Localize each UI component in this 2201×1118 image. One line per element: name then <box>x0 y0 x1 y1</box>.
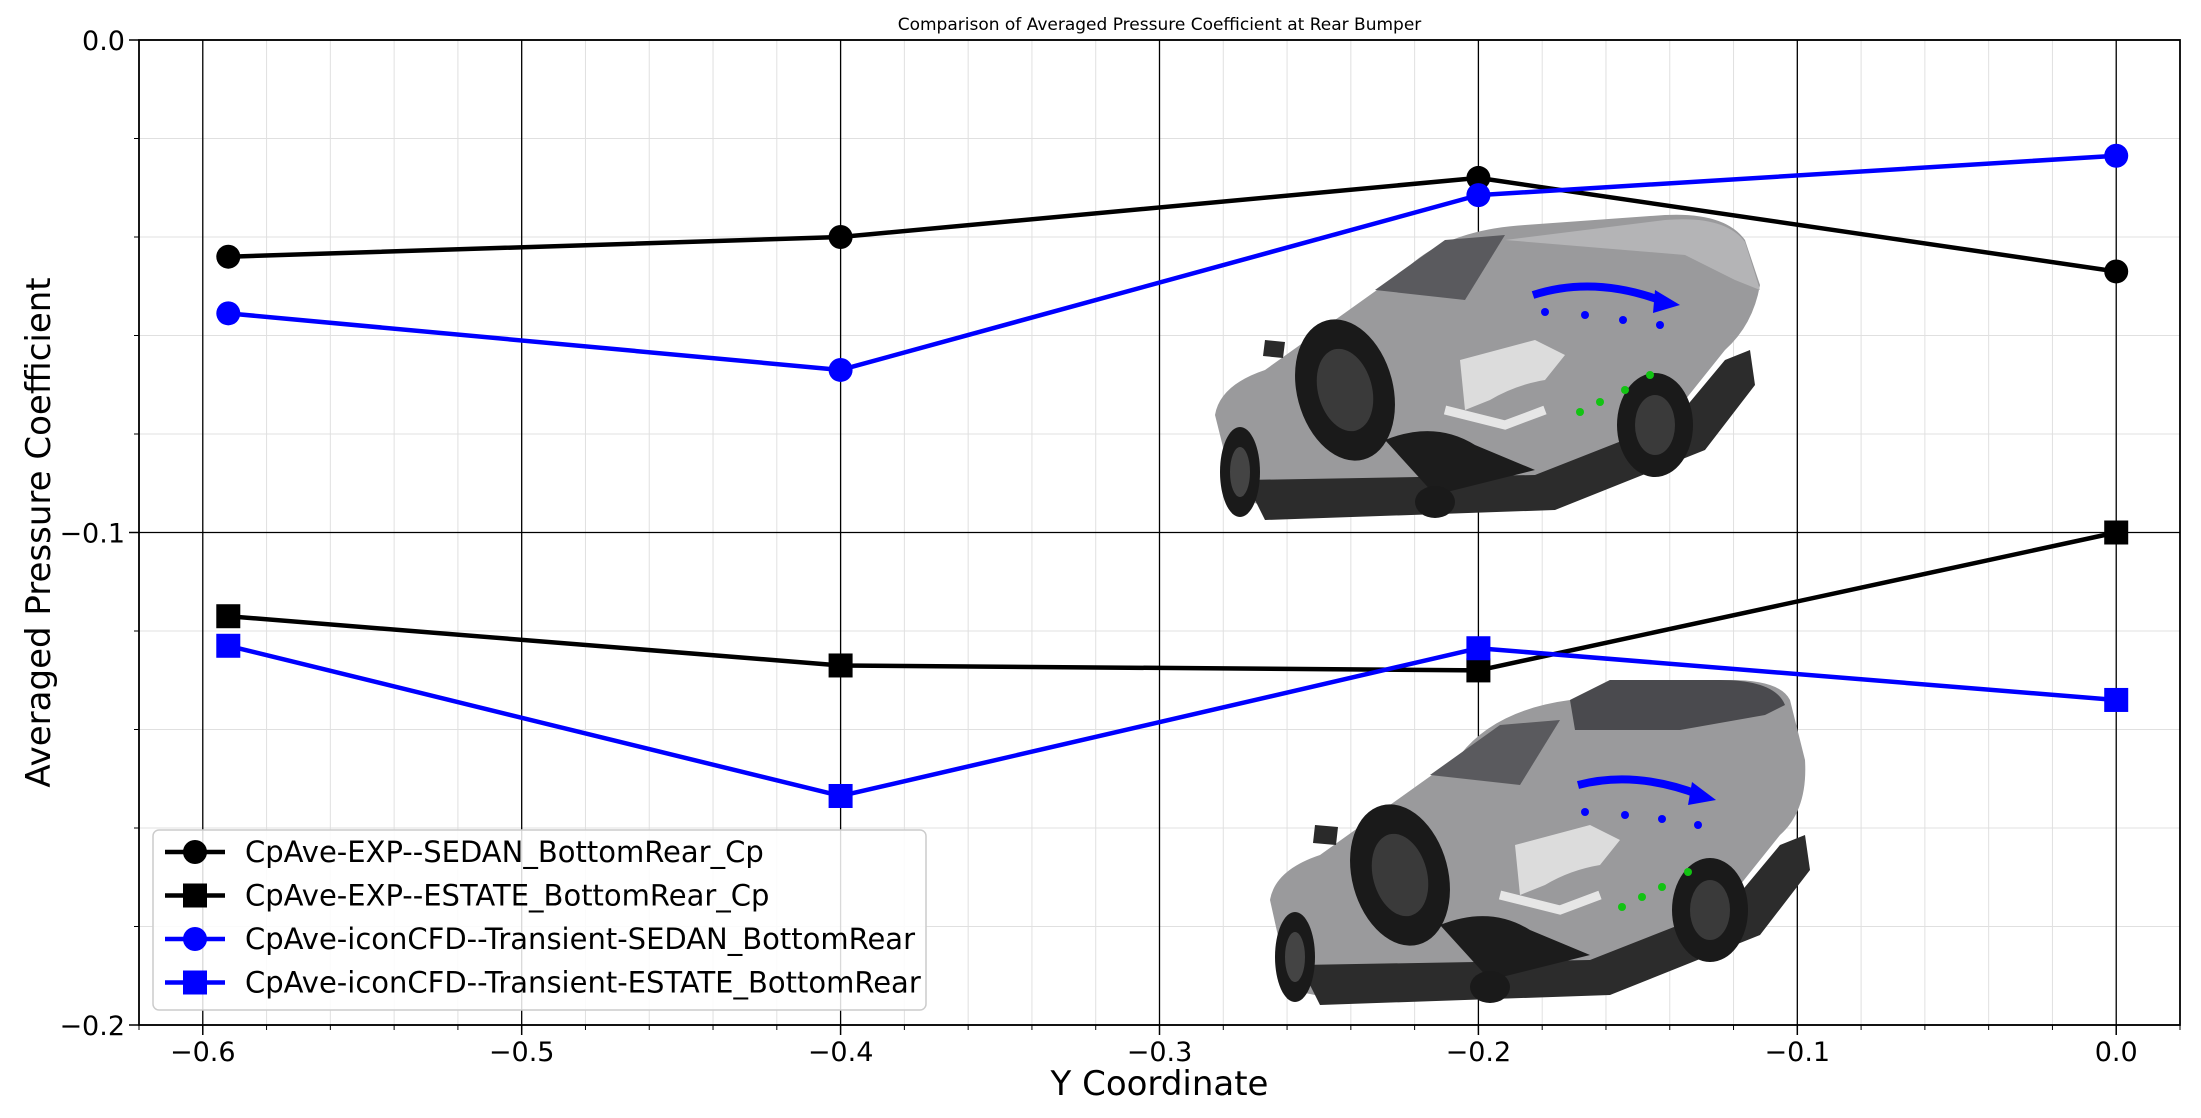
data-point <box>2104 259 2129 284</box>
legend-marker <box>183 927 207 951</box>
data-point <box>216 244 241 269</box>
legend-entry: CpAve-iconCFD--Transient-ESTATE_BottomRe… <box>165 966 921 1000</box>
data-point <box>1466 183 1491 208</box>
series-3 <box>216 143 2129 382</box>
data-point <box>1466 636 1491 661</box>
series-line <box>228 530 2117 673</box>
data-point <box>1466 658 1491 683</box>
legend-label: CpAve-iconCFD--Transient-SEDAN_BottomRea… <box>245 922 915 956</box>
y-tick-label: 0.0 <box>82 26 125 57</box>
x-tick-label: −0.3 <box>1127 1037 1193 1068</box>
legend-entry: CpAve-iconCFD--Transient-SEDAN_BottomRea… <box>165 922 915 956</box>
x-tick-label: −0.2 <box>1446 1037 1512 1068</box>
series-4 <box>216 633 2129 808</box>
data-point <box>1466 165 1491 190</box>
legend-label: CpAve-EXP--ESTATE_BottomRear_Cp <box>245 879 769 913</box>
x-tick-label: −0.1 <box>1765 1037 1831 1068</box>
y-axis-label: Averaged Pressure Coefficient <box>19 277 59 787</box>
series-line <box>228 153 2117 373</box>
data-point <box>828 225 853 249</box>
series-line <box>227 643 2117 799</box>
data-point <box>2104 143 2129 168</box>
series-2 <box>216 520 2129 683</box>
legend-entry: CpAve-EXP--SEDAN_BottomRear_Cp <box>165 835 764 869</box>
series-layer <box>216 143 2129 808</box>
legend: CpAve-EXP--SEDAN_BottomRear_CpCpAve-EXP-… <box>152 829 927 1011</box>
legend-label: CpAve-EXP--SEDAN_BottomRear_Cp <box>245 835 764 869</box>
legend-entry: CpAve-EXP--ESTATE_BottomRear_Cp <box>165 879 769 913</box>
data-point <box>216 604 241 629</box>
legend-label: CpAve-iconCFD--Transient-ESTATE_BottomRe… <box>245 966 921 1000</box>
data-point <box>216 633 241 658</box>
x-tick-label: −0.4 <box>808 1037 874 1068</box>
data-point <box>216 301 241 326</box>
estate-car-image <box>1270 680 1810 1005</box>
x-tick-label: 0.0 <box>2095 1037 2138 1068</box>
data-point <box>828 357 853 382</box>
data-point <box>2104 687 2129 712</box>
legend-marker <box>183 840 207 864</box>
x-tick-label: −0.6 <box>170 1037 236 1068</box>
legend-marker <box>183 883 207 908</box>
y-tick-label: −0.2 <box>59 1011 125 1042</box>
legend-box <box>152 829 927 1011</box>
legend-marker <box>183 970 207 995</box>
chart-title: Comparison of Averaged Pressure Coeffici… <box>898 15 1422 35</box>
series-1 <box>216 165 2129 284</box>
sedan-car-image <box>1215 214 1760 520</box>
series-line <box>228 175 2117 274</box>
y-tick-label: −0.1 <box>59 519 125 550</box>
x-tick-label: −0.5 <box>489 1037 555 1068</box>
data-point <box>828 783 853 808</box>
data-point <box>828 653 853 678</box>
x-axis-label: Y Coordinate <box>1050 1064 1269 1104</box>
axes: −0.6 −0.5 −0.4 −0.3 −0.2 −0.1 0.0 0.0 −0.1 −0.2 <box>59 26 2181 1068</box>
data-point <box>2104 520 2129 545</box>
